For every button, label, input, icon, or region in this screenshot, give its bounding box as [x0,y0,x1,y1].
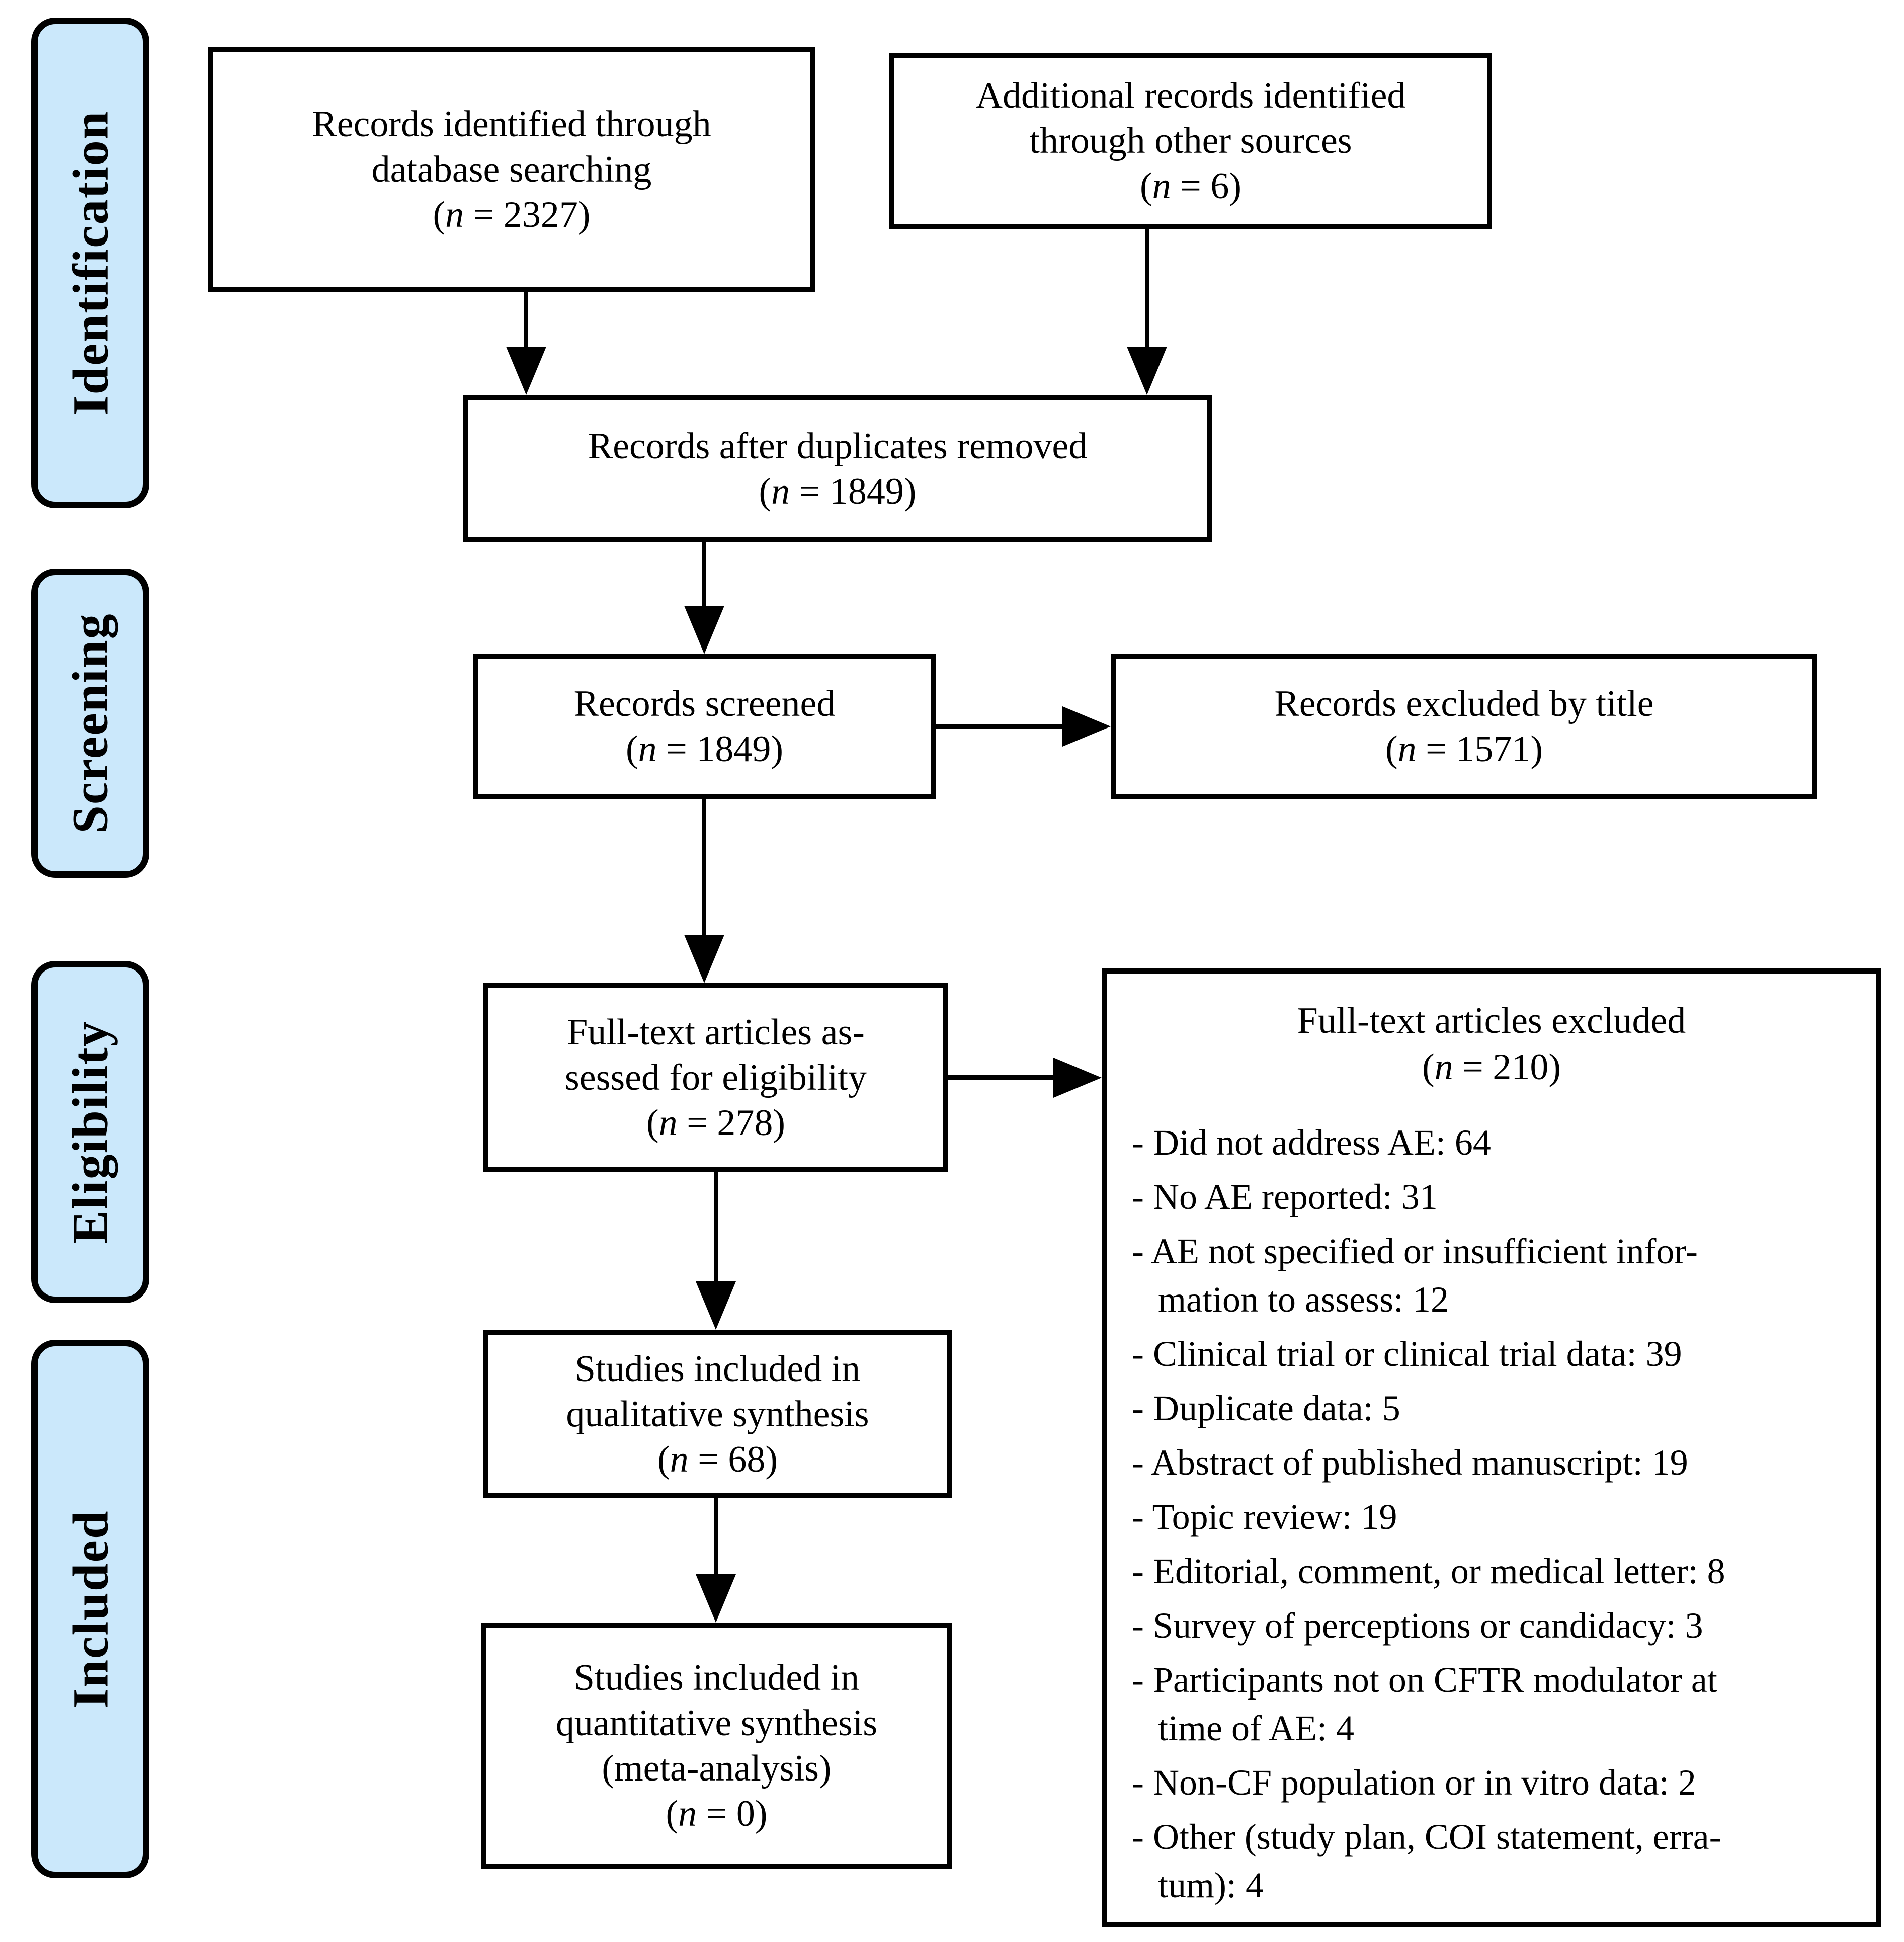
stage-label: Included [62,1510,118,1708]
flow-arrow-line [1145,229,1149,352]
box-line: Records after duplicates removed [588,425,1088,467]
box-line: Studies included in [573,1657,860,1698]
list-item: - Other (study plan, COI statement, erra… [1132,1817,1721,1905]
stage-label: Screening [62,613,118,834]
excluded-box-title: Full-text articles excluded (n = 210) [1107,998,1876,1090]
flow-arrowhead-down [696,1281,736,1330]
box-line: Full-text articles as- [567,1012,865,1053]
list-item: - Survey of perceptions or candidacy: 3 [1132,1605,1703,1646]
box-records-screened: Records screened (n = 1849) [473,654,936,799]
list-item: - Clinical trial or clinical trial data:… [1132,1334,1682,1374]
box-line: through other sources [1029,120,1352,161]
box-quantitative-synthesis: Studies included in quantitative synthes… [481,1623,952,1869]
box-line: qualitative synthesis [566,1393,869,1435]
list-item: - Non-CF population or in vitro data: 2 [1132,1762,1696,1803]
stage-screening: Screening [31,569,149,878]
box-line: sessed for eligibility [564,1057,867,1098]
list-item: - Did not address AE: 64 [1132,1122,1491,1163]
list-item: - No AE reported: 31 [1132,1177,1438,1217]
box-count: (n = 1571) [1385,729,1543,770]
flow-arrowhead-down [684,606,724,654]
flow-arrowhead-down [1127,347,1167,395]
flow-arrowhead-down [696,1574,736,1623]
flow-arrowhead-down [684,935,724,983]
box-count: (n = 210) [1422,1046,1561,1088]
box-records-identified: Records identified through database sear… [208,47,815,292]
flow-arrow-line [702,542,706,611]
flow-arrow-line [714,1498,718,1579]
box-excluded-by-title: Records excluded by title (n = 1571) [1111,654,1817,799]
box-count: (n = 278) [646,1102,786,1144]
stage-identification: Identification [31,18,149,508]
box-line: database searching [371,149,652,190]
box-additional-records: Additional records identified through ot… [889,53,1492,229]
box-count: (n = 0) [666,1793,768,1834]
list-item: - Abstract of published manuscript: 19 [1132,1442,1688,1483]
box-count: (n = 1849) [759,470,917,512]
flow-arrowhead-right [1062,706,1111,747]
box-count: (n = 1849) [625,729,784,770]
flow-arrow-line [702,799,706,940]
stage-label: Identification [62,110,119,416]
stage-included: Included [31,1340,149,1878]
box-line: Records identified through [312,104,711,145]
list-item: - Duplicate data: 5 [1132,1388,1400,1428]
exclusion-reason-list: - Did not address AE: 64 - No AE reporte… [1107,1118,1876,1909]
box-qualitative-synthesis: Studies included in qualitative synthesi… [483,1330,952,1498]
box-fulltext-assessed: Full-text articles as- sessed for eligib… [483,983,948,1172]
box-line: (meta-analysis) [602,1747,832,1789]
list-item: - Participants not on CFTR modulator at … [1132,1660,1717,1748]
box-line: Records screened [573,683,836,724]
box-count: (n = 2327) [433,194,591,235]
box-line: Studies included in [574,1348,861,1390]
stage-label: Eligibility [62,1020,119,1244]
box-line: Additional records identified [975,75,1406,116]
box-line: quantitative synthesis [555,1702,878,1744]
list-item: - Editorial, comment, or medical letter:… [1132,1551,1725,1591]
box-duplicates-removed: Records after duplicates removed (n = 18… [463,395,1212,542]
flow-arrow-line [948,1075,1058,1080]
stage-eligibility: Eligibility [31,961,149,1303]
box-count: (n = 6) [1139,166,1242,207]
box-fulltext-excluded: Full-text articles excluded (n = 210) - … [1102,968,1881,1927]
flow-arrow-line [524,292,528,352]
list-item: - AE not specified or insufficient infor… [1132,1231,1698,1320]
box-line: Records excluded by title [1274,683,1654,724]
flow-arrow-line [714,1172,718,1286]
flow-arrow-line [936,724,1067,729]
list-item: - Topic review: 19 [1132,1497,1397,1537]
box-count: (n = 68) [657,1438,778,1480]
flow-arrowhead-right [1053,1058,1102,1098]
flow-arrowhead-down [506,347,546,395]
